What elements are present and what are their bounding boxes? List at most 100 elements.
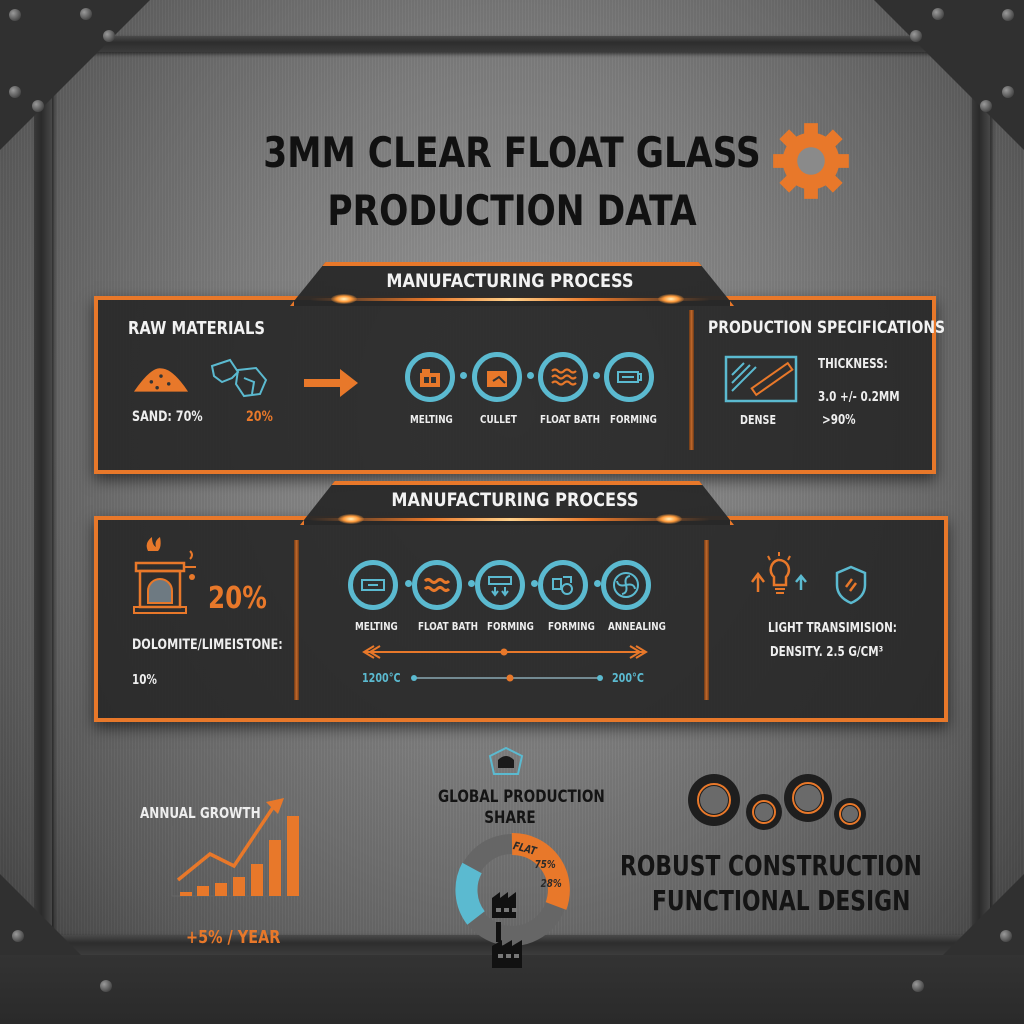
rivet	[103, 30, 115, 42]
rivet	[80, 8, 92, 20]
spec-icon-label: DENSE	[740, 413, 777, 427]
light-bulb-icon	[751, 552, 807, 594]
step-label: FLOAT BATH	[418, 620, 478, 633]
sand-pile-icon	[133, 368, 189, 392]
step-connector	[594, 580, 601, 587]
transmission-value: >90%	[822, 413, 856, 428]
rivet	[1002, 86, 1014, 98]
rivet	[1002, 9, 1014, 21]
step-label: CULLET	[480, 413, 517, 426]
step-connector	[593, 372, 600, 379]
rivet	[9, 9, 21, 21]
rivet	[910, 30, 922, 42]
arrow-right-icon	[304, 369, 358, 397]
thickness-value: 3.0 +/- 0.2MM	[818, 390, 900, 405]
gears-icon	[688, 774, 866, 830]
step-forming-1	[475, 560, 525, 610]
tab-glow-spark	[656, 514, 682, 524]
panel-2-divider-right	[704, 540, 709, 700]
light-transmission-label: LIGHT TRANSIMISION:	[768, 621, 897, 636]
step-label: MELTING	[410, 413, 453, 426]
step-label: ANNEALING	[608, 620, 666, 633]
tab-glow	[310, 518, 710, 521]
cullet-percent: 20%	[246, 409, 273, 425]
robust-line2: FUNCTIONAL DESIGN	[652, 884, 911, 917]
panel-1-divider	[689, 310, 694, 450]
share-title-line2: SHARE	[484, 808, 536, 828]
shield-icon	[835, 565, 867, 605]
step-float-bath	[412, 560, 462, 610]
share-title-line1: GLOBAL PRODUCTION	[438, 787, 605, 807]
page-title-line1: 3MM CLEAR FLOAT GLASS	[263, 128, 761, 177]
cullet-icon	[487, 371, 507, 387]
step-label: FLOAT BATH	[540, 413, 600, 426]
rivet	[980, 100, 992, 112]
cullet-rock-icon	[210, 358, 268, 398]
fan-icon	[613, 572, 639, 598]
step-annealing	[601, 560, 651, 610]
rivet	[9, 86, 21, 98]
panel-2-title: MANUFACTURING PROCESS	[391, 489, 639, 511]
growth-bar-chart	[171, 798, 306, 897]
growth-title: ANNUAL GROWTH	[140, 804, 261, 822]
step-label: FORMING	[548, 620, 595, 633]
kiln-icon	[133, 537, 196, 614]
dolomite-value: 10%	[132, 673, 157, 688]
rivet	[932, 8, 944, 20]
tab-glow-spark	[658, 294, 684, 304]
step-cullet	[472, 352, 522, 402]
slice-pct-1: 75%	[534, 858, 556, 871]
tab-glow-spark	[338, 514, 364, 524]
melting-tank-icon	[361, 579, 385, 591]
slice-pct-2: 28%	[540, 877, 562, 890]
globe-icon	[488, 746, 524, 775]
panel-1-title: MANUFACTURING PROCESS	[386, 270, 634, 292]
robust-line1: ROBUST CONSTRUCTION	[620, 849, 922, 882]
step-connector	[468, 580, 475, 587]
roller-icon	[617, 371, 642, 383]
waves-icon	[551, 368, 577, 386]
factory-icon	[492, 922, 522, 968]
process-panel-2	[94, 516, 948, 722]
roller-press-icon	[488, 576, 512, 597]
temp-start: 1200°C	[362, 671, 401, 685]
tab-glow	[310, 298, 710, 301]
frame-right-bar	[972, 0, 990, 1024]
growth-caption: +5% / YEAR	[186, 927, 281, 948]
frame-top-bar	[0, 36, 1024, 52]
density-label: DENSITY. 2.5 G/CM³	[770, 645, 884, 660]
rivet	[12, 930, 24, 942]
machinery-icon	[552, 576, 573, 595]
step-label: FORMING	[610, 413, 657, 426]
step-connector	[405, 580, 412, 587]
step-label: FORMING	[487, 620, 534, 633]
step-forming-2	[538, 560, 588, 610]
furnace-icon	[420, 369, 440, 387]
temperature-range-arrow	[362, 645, 648, 682]
rivet	[100, 980, 112, 992]
waves-icon	[423, 578, 451, 592]
product-specs-heading: PRODUCTION SPECIFICATIONS	[708, 318, 946, 338]
step-connector	[527, 372, 534, 379]
step-connector	[531, 580, 538, 587]
kiln-percent: 20%	[208, 581, 267, 616]
page-title-line2: PRODUCTION DATA	[327, 186, 697, 235]
step-melting	[405, 352, 455, 402]
sand-label: SAND: 70%	[132, 409, 203, 425]
panel-2-divider-left	[294, 540, 299, 700]
rivet	[32, 100, 44, 112]
tab-glow-spark	[331, 294, 357, 304]
thickness-label: THICKNESS:	[818, 357, 888, 372]
dolomite-label: DOLOMITE/LIMEISTONE:	[132, 637, 283, 653]
step-label: MELTING	[355, 620, 398, 633]
step-float-bath	[538, 352, 588, 402]
frame-left-bar	[34, 0, 52, 1024]
gear-icon	[773, 123, 849, 199]
step-forming	[604, 352, 654, 402]
temp-end: 200°C	[612, 671, 644, 685]
production-share-donut	[455, 833, 570, 946]
rivet	[1000, 930, 1012, 942]
glass-ruler-icon	[724, 355, 798, 403]
step-connector	[460, 372, 467, 379]
step-melting	[348, 560, 398, 610]
